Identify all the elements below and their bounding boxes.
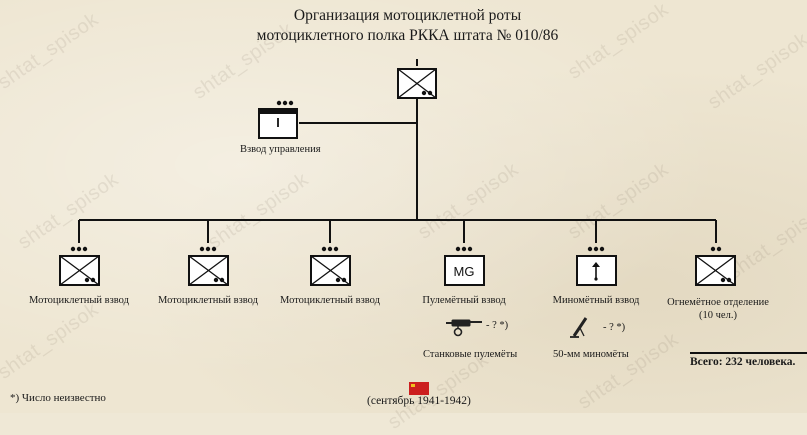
heavy-machine-gun-icon <box>446 319 482 337</box>
org-chart-graphics: MG <box>59 59 736 338</box>
mortar-icon <box>570 317 588 338</box>
unit-symbol-motorcycle-3 <box>310 246 351 286</box>
ussr-flag-icon <box>409 382 429 395</box>
chart-title-line1: Организация мотоциклетной роты <box>293 7 522 24</box>
unit-symbol-mortar <box>576 246 617 286</box>
unit-label-flamethrower: Огнемётное отделение <box>667 297 769 308</box>
connector-lines <box>78 99 717 243</box>
footnote: *) Число неизвестно <box>10 392 106 404</box>
hmg-label: Станковые пулемёты <box>423 349 518 360</box>
control-platoon-label: Взвод управления <box>240 144 321 155</box>
control-platoon-symbol <box>258 100 298 139</box>
unit-label-machine-gun: Пулемётный взвод <box>422 295 506 306</box>
unit-label-motorcycle-1: Мотоциклетный взвод <box>29 295 129 306</box>
unit-symbol-flamethrower <box>695 246 736 286</box>
unit-label-motorcycle-2: Мотоциклетный взвод <box>158 295 258 306</box>
unit-label-motorcycle-3: Мотоциклетный взвод <box>280 295 380 306</box>
unit-symbol-motorcycle-1 <box>59 246 100 286</box>
mortar-count: - ? *) <box>603 322 626 333</box>
unit-sublabel-flamethrower: (10 чел.) <box>699 310 737 321</box>
unit-symbol-machine-gun: MG <box>444 246 485 286</box>
mg-symbol-text: MG <box>454 264 475 279</box>
hmg-count: - ? *) <box>486 320 509 331</box>
unit-label-mortar: Миномётный взвод <box>552 295 640 306</box>
unit-symbol-motorcycle-2 <box>188 246 229 286</box>
chart-title-line2: мотоциклетного полка РККА штата № 010/86 <box>256 27 559 44</box>
date-range: (сентябрь 1941-1942) <box>367 395 471 407</box>
mortar-equipment-label: 50-мм миномёты <box>553 349 629 360</box>
total-strength: Всего: 232 человека. <box>690 352 807 368</box>
company-hq-symbol <box>397 59 437 99</box>
